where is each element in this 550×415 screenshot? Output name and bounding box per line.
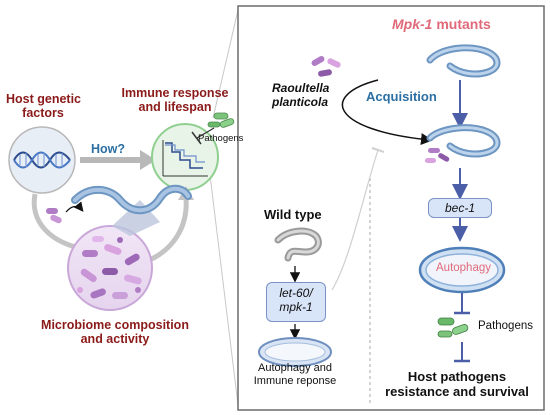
- bacteria-icon: [207, 112, 235, 128]
- pathogen-bacteria-icon: [437, 317, 469, 338]
- let60-mpk1-label: let-60/ mpk-1: [266, 282, 326, 322]
- wild-type-worm-icon: [274, 227, 322, 262]
- mutant-worm-icon: [426, 44, 501, 78]
- microbiome-label: Microbiome composition and activity: [41, 318, 189, 347]
- pathogens-label: Pathogens: [478, 320, 533, 332]
- mutants-suffix: mutants: [432, 16, 491, 32]
- zoom-line-top: [212, 9, 239, 119]
- bacteria-icon: [46, 208, 58, 214]
- immune-response-label: Immune response and lifespan: [121, 86, 229, 115]
- host-resistance-label: Host pathogens resistance and survival: [385, 369, 529, 399]
- mpk1-mutants-title: Mpk-1 mutants: [392, 16, 491, 32]
- acquisition-label: Acquisition: [366, 89, 437, 104]
- bacteria-icon: [50, 214, 62, 224]
- how-label: How?: [91, 142, 126, 156]
- wild-type-autophagy-icon: [258, 337, 332, 367]
- survival-curve-icon: [151, 123, 219, 191]
- host-genetic-factors-label: Host genetic factors: [6, 92, 82, 121]
- raoultella-icon: [311, 56, 341, 77]
- worm-with-bacteria-icon: [425, 124, 501, 163]
- zoom-line-bottom: [209, 174, 239, 406]
- microbiome-icon: [67, 225, 153, 311]
- worm-icon: [71, 184, 192, 236]
- autophagy-icon: [418, 246, 506, 294]
- arrow-to-immune: [144, 197, 189, 265]
- autophagy-label: Autophagy: [436, 262, 491, 274]
- mpk1-gene-name: Mpk-1: [392, 16, 433, 32]
- bec1-label: bec-1: [428, 198, 492, 218]
- raoultella-label: Raoultella planticola: [272, 81, 330, 109]
- acquisition-arrow: [341, 79, 433, 146]
- autophagy-immune-label: Autophagy and Immune reponse: [253, 362, 337, 387]
- dna-icon: [8, 126, 76, 194]
- pathogens-small-label: Pathogens: [198, 133, 244, 144]
- wild-type-label: Wild type: [264, 207, 322, 222]
